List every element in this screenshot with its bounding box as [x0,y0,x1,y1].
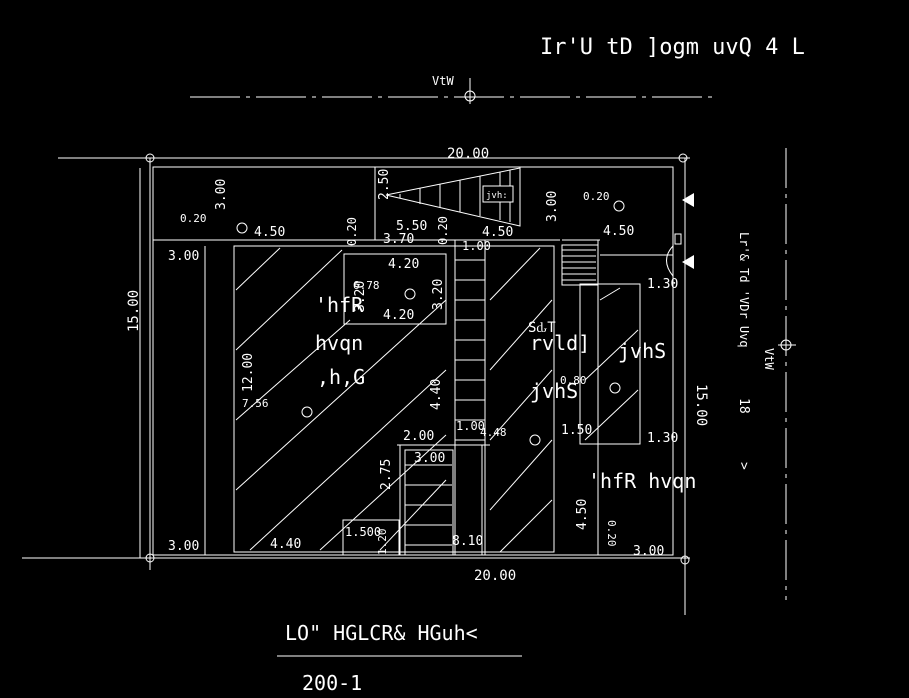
level-marker-icon [613,200,625,212]
room-label: hvqn [315,331,363,355]
level-marker-icon [404,288,416,300]
dim-text: 8.10 [452,534,483,549]
dim-text: 20.00 [474,568,516,584]
drawing-scale: 200-1 [302,671,362,695]
level-756: 7.56 [242,397,269,410]
dim-text: 20.00 [447,146,489,162]
dim-text: 3.00 [168,539,199,554]
dim-text: 4.40 [429,379,444,410]
entry-arrow-icon [682,255,694,269]
room-label: 'hfR [315,293,364,317]
title-block: LO" HGLCR& HGuh< 200-1 [277,621,522,695]
level-marker-icon [609,382,621,394]
dim-text: 1.30 [647,431,678,446]
room-label: rvld] [530,331,590,355]
dim-text: 15.00 [126,290,142,332]
dim-text: 1.00 [462,239,491,253]
room-label: jvhS [618,339,666,363]
dim-text: 3.20 [353,281,368,312]
east-axis: Lr'& Td 'VDr Uvq VtW 18 > [736,148,796,600]
dim-text: 1.20 [376,529,389,556]
dim-text: 2.00 [403,429,434,444]
dim-text: 1.50 [561,423,592,438]
site-boundary [22,153,690,615]
dim-text: 0.20 [345,217,359,246]
corner-marker-icon [145,553,155,563]
level-marker-icon [236,222,248,234]
corner-marker-icon [678,153,688,163]
dim-text: 1.500 [345,525,381,539]
dim-text: 0.20 [436,216,450,245]
level-448: 4.48 [480,426,507,439]
room-label: 'hfR hvqn [588,469,696,493]
entry-arrow-icon [682,193,694,207]
room-label: ,h,G [317,365,365,389]
dim-text: 3.70 [383,232,414,247]
dim-text: 3.00 [414,451,445,466]
stair [562,249,596,281]
north-label: VtW [432,74,454,88]
dim-text: 12.00 [241,353,256,392]
axis-marker-icon [464,90,476,102]
room-labels: 'hfR hvqn ,h,G SԃT rvld] jvhS jvhS 'hfR … [315,293,696,493]
room-label: jvhS [530,379,578,403]
dim-text: 3.20 [431,279,446,310]
east-street-label: Lr'& Td 'VDr Uvq [737,232,751,348]
dim-text: 1.30 [647,277,678,292]
dim-text: 4.20 [383,308,414,323]
level-marker-icon [529,434,541,446]
dim-text: 4.50 [482,225,513,240]
dim-text: 1.00 [456,419,485,433]
dim-text: 5.50 [396,219,427,234]
hatch [235,247,639,553]
east-street-width: 18 [736,398,751,414]
corner-marker-icon [680,555,690,565]
east-arrow: > [736,462,751,470]
ramp: jvh: [385,167,521,227]
door [666,233,682,280]
level-marker-icon [301,406,313,418]
dim-text: 2.50 [377,169,392,200]
dim-text: 4.50 [603,224,634,239]
dim-text: 4.50 [575,499,590,530]
dim-text: 3.00 [168,249,199,264]
room-label: SԃT [528,320,556,336]
east-label: VtW [762,348,776,370]
dim-text: 0.20 [180,212,207,225]
brick-column [404,239,486,556]
dim-text: 3.00 [633,544,664,559]
dimensions: 20.00 20.00 15.00 15.00 3.00 3.00 3.00 3… [126,146,709,584]
level-678: 6.78 [353,279,380,292]
dim-text: 2.75 [379,459,394,490]
ramp-tag: jvh: [486,191,508,201]
north-axis: VtW [190,74,718,104]
dim-text: 0.20 [583,190,610,203]
dim-text: 15.00 [693,384,709,426]
dim-text: 3.00 [214,179,229,210]
dim-text: 4.40 [270,537,301,552]
dim-text: 4.20 [388,257,419,272]
dim-text: 0.20 [605,520,618,547]
level-080: 0.80 [560,374,587,387]
corner-marker-icon [145,153,155,163]
drawing-title: LO" HGLCR& HGuh< [285,621,478,645]
dim-text: 4.50 [254,225,285,240]
header-text: Ir'U tD ]ogm uvQ 4 L [540,35,805,60]
level-markers: 6.78 7.56 0.80 4.48 [236,200,625,446]
dim-text: 3.00 [545,191,560,222]
